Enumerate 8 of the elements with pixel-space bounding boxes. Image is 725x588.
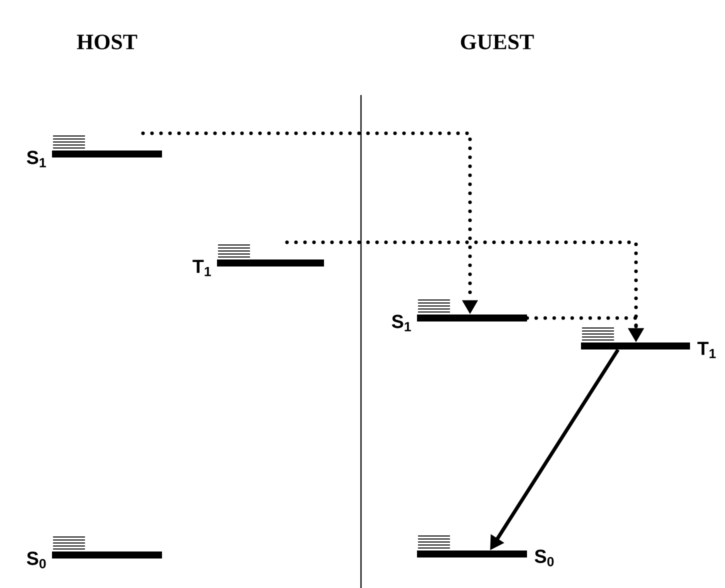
column-heading: HOST bbox=[76, 34, 138, 50]
column-heading: GUEST bbox=[460, 34, 534, 50]
state-label: S$_{0}$ bbox=[26, 552, 46, 568]
state-label: T$_{1}$ bbox=[192, 260, 211, 276]
state-label: S$_{1}$ bbox=[392, 314, 411, 332]
state-label: T$_{1}$ bbox=[697, 342, 716, 358]
state-label: S$_{1}$ bbox=[26, 150, 46, 168]
state-label: S$_{0}$ bbox=[534, 550, 554, 566]
